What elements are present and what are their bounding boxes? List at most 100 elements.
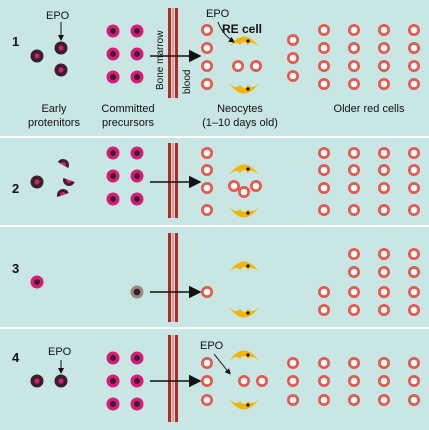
neocytes-label-line1: Neocytes xyxy=(217,103,263,115)
committed-label-line1: Committed xyxy=(101,103,154,115)
cell-nucleus xyxy=(110,173,116,179)
red-cell-center xyxy=(320,80,328,88)
red-cell-center xyxy=(320,396,328,404)
red-cell-center xyxy=(410,250,418,258)
red-cell-center xyxy=(320,288,328,296)
apoptotic-nucleus xyxy=(66,178,72,183)
bone-marrow-barriers xyxy=(168,8,178,422)
red-cell-center xyxy=(380,377,388,385)
re-cell xyxy=(229,164,259,175)
re-cell-label: RE cell xyxy=(222,22,262,36)
re-cell xyxy=(229,207,259,218)
row-dividers xyxy=(0,136,429,329)
red-cell-center xyxy=(240,377,248,385)
epo-curved-arrow xyxy=(213,353,231,375)
cell-nucleus xyxy=(134,150,140,156)
cell-nucleus xyxy=(58,45,64,51)
cell-nucleus xyxy=(110,355,116,361)
red-cell-center xyxy=(203,80,211,88)
red-cell-center xyxy=(380,184,388,192)
re-cell-nucleus xyxy=(246,167,250,171)
re-cell-nucleus xyxy=(246,87,250,91)
epo-label-re-row4: EPO xyxy=(200,340,224,352)
re-cell-nucleus xyxy=(246,211,250,215)
red-cell-center xyxy=(320,26,328,34)
re-cell-nucleus xyxy=(246,264,250,268)
cell-nucleus xyxy=(134,401,140,407)
red-cell-center xyxy=(320,359,328,367)
red-cell-center xyxy=(380,206,388,214)
red-cell-center xyxy=(410,166,418,174)
cells-layer xyxy=(30,24,420,411)
red-cell-center xyxy=(350,26,358,34)
red-cell-center xyxy=(289,36,297,44)
red-cell-center xyxy=(410,62,418,70)
red-cell-center xyxy=(350,396,358,404)
red-cell-center xyxy=(410,268,418,276)
barrier-stripe xyxy=(175,233,178,322)
red-cell-center xyxy=(203,184,211,192)
cell-nucleus xyxy=(134,378,140,384)
committed-label-line2: precursors xyxy=(102,117,154,129)
red-cell-center xyxy=(203,396,211,404)
re-cell xyxy=(229,307,259,318)
red-cell-center xyxy=(350,184,358,192)
red-cell-center xyxy=(410,396,418,404)
red-cell-center xyxy=(350,206,358,214)
early-label-line2: protenitors xyxy=(28,117,80,129)
cell-nucleus xyxy=(134,74,140,80)
re-cell-nucleus xyxy=(246,311,250,315)
red-cell-center xyxy=(410,377,418,385)
red-cell-center xyxy=(410,184,418,192)
row-number-1: 1 xyxy=(12,34,19,49)
cell-nucleus xyxy=(134,28,140,34)
blood-label: blood xyxy=(182,70,193,94)
red-cell-center xyxy=(380,250,388,258)
barrier-stripe xyxy=(168,233,171,322)
cell-nucleus xyxy=(110,196,116,202)
red-cell-center xyxy=(410,26,418,34)
barrier-stripe xyxy=(172,143,174,218)
barrier-stripe xyxy=(172,8,174,98)
cell-nucleus xyxy=(58,67,64,73)
barrier-stripe xyxy=(168,8,171,98)
re-cell-nucleus xyxy=(246,403,250,407)
red-cell-center xyxy=(380,62,388,70)
red-cell-center xyxy=(350,44,358,52)
re-cell-nucleus xyxy=(246,39,250,43)
red-cell-center xyxy=(380,166,388,174)
red-cell-center xyxy=(380,359,388,367)
red-cell-center xyxy=(230,182,238,190)
cell-nucleus xyxy=(34,53,40,59)
red-cell-center xyxy=(410,44,418,52)
re-cell xyxy=(229,83,259,94)
red-cell-center xyxy=(203,26,211,34)
row-number-2: 2 xyxy=(12,181,19,196)
red-cell-center xyxy=(320,206,328,214)
red-cell-center xyxy=(203,206,211,214)
red-cell-center xyxy=(410,80,418,88)
re-cell xyxy=(229,261,259,272)
cell-nucleus xyxy=(58,378,64,384)
red-cell-center xyxy=(320,166,328,174)
red-cell-center xyxy=(203,62,211,70)
cell-nucleus xyxy=(34,378,40,384)
red-cell-center xyxy=(320,44,328,52)
older-cells-label: Older red cells xyxy=(334,103,405,115)
red-cell-center xyxy=(350,288,358,296)
red-cell-center xyxy=(203,44,211,52)
apoptotic-nucleus xyxy=(60,192,66,197)
red-cell-center xyxy=(380,306,388,314)
barrier-stripe xyxy=(175,143,178,218)
red-cell-center xyxy=(410,306,418,314)
arrows-layer xyxy=(58,21,235,388)
bone-marrow-label: Bone marrow xyxy=(155,30,166,90)
barrier-stripe xyxy=(168,335,171,422)
red-cell-center xyxy=(258,377,266,385)
cell-nucleus xyxy=(34,279,40,285)
red-cell-center xyxy=(240,188,248,196)
red-cell-center xyxy=(380,26,388,34)
epo-curved-arrow xyxy=(217,21,235,43)
re-cell xyxy=(229,399,259,410)
